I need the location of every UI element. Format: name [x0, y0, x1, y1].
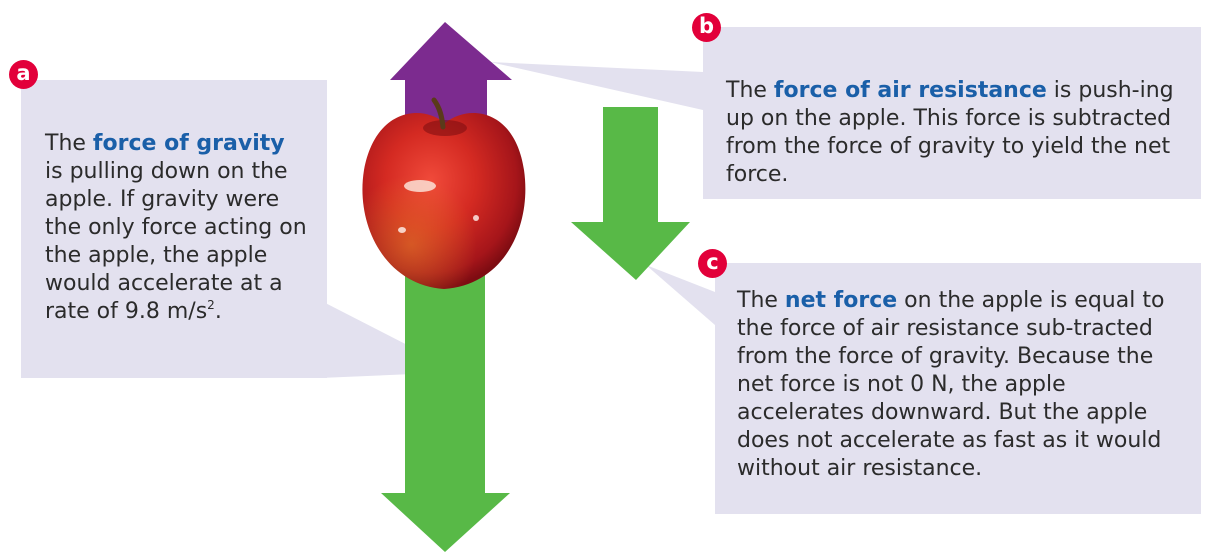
callout-c-text-pre: The: [737, 288, 785, 313]
callout-force-of-gravity: The force of gravity is pulling down on …: [21, 80, 327, 378]
label-badge-c: c: [698, 249, 727, 278]
force-of-gravity-term: force of gravity: [92, 131, 285, 156]
callout-a-text-end: .: [214, 299, 222, 324]
callout-b-text-post: is push-ing up on the apple. This force …: [726, 78, 1174, 187]
callout-air-resistance: The force of air resistance is push-ing …: [703, 27, 1201, 199]
apple-illustration: [362, 97, 526, 290]
callout-c-text-post: on the apple is equal to the force of ai…: [737, 288, 1165, 481]
callout-a-text-post: is pulling down on the apple. If gravity…: [45, 159, 307, 324]
net-force-arrow: [571, 107, 690, 280]
force-of-air-resistance-term: force of air resistance: [773, 78, 1047, 103]
label-badge-b: b: [692, 13, 721, 42]
callout-b-text-pre: The: [726, 78, 774, 103]
gravity-force-arrow: [381, 205, 510, 552]
callout-net-force: The net force on the apple is equal to t…: [715, 263, 1201, 514]
callout-b-pointer: [490, 62, 703, 110]
callout-c-pointer: [646, 265, 715, 325]
net-force-term: net force: [784, 288, 898, 313]
label-badge-a: a: [9, 60, 38, 89]
callout-a-text-pre: The: [45, 131, 93, 156]
squared-superscript: 2: [207, 298, 215, 312]
